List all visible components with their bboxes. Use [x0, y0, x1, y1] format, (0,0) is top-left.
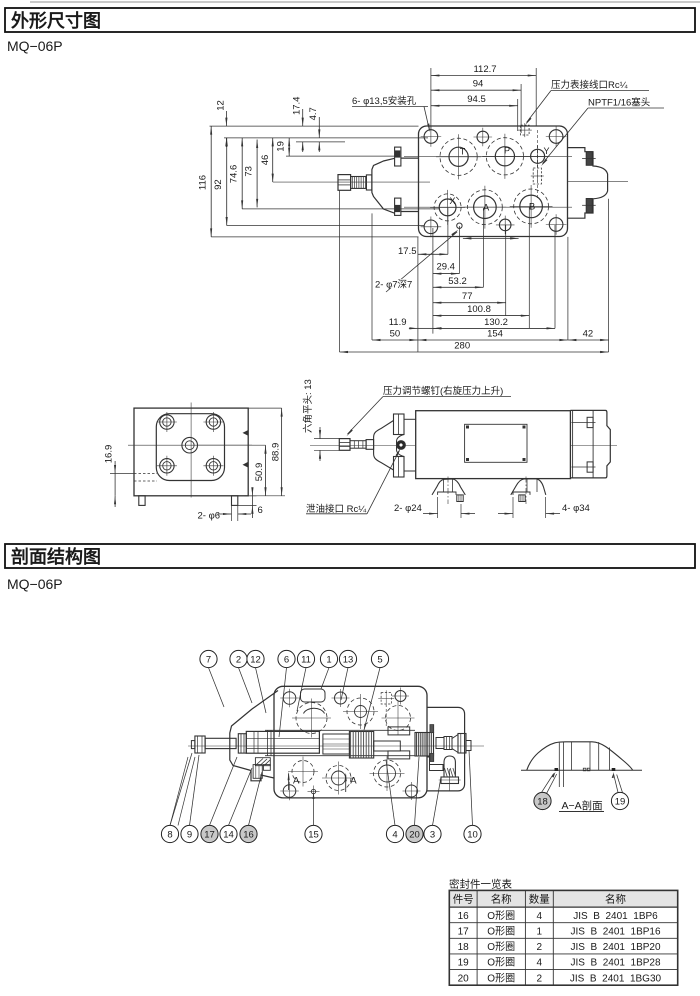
svg-text:P: P [504, 146, 510, 156]
svg-text:42: 42 [583, 329, 594, 340]
svg-text:280: 280 [454, 341, 470, 352]
svg-text:46: 46 [260, 155, 271, 166]
svg-text:压力表接线口Rc¼: 压力表接线口Rc¼ [551, 79, 629, 91]
svg-text:6: 6 [258, 505, 263, 516]
svg-text:16: 16 [243, 829, 254, 840]
svg-text:压力调节螺钉(右旋压力上升): 压力调节螺钉(右旋压力上升) [383, 385, 503, 397]
svg-text:53.2: 53.2 [448, 276, 467, 287]
svg-text:92: 92 [213, 179, 224, 190]
svg-text:74.6: 74.6 [228, 165, 239, 184]
svg-text:4: 4 [537, 958, 543, 969]
svg-text:MQ−06P: MQ−06P [7, 576, 63, 592]
svg-text:50.9: 50.9 [254, 463, 265, 482]
svg-text:12: 12 [250, 654, 261, 665]
svg-text:12: 12 [216, 100, 227, 111]
svg-text:JIS B 2401 1BP20: JIS B 2401 1BP20 [570, 942, 660, 953]
svg-text:密封件一览表: 密封件一览表 [449, 878, 512, 891]
svg-text:15: 15 [308, 829, 319, 840]
svg-text:19: 19 [615, 796, 626, 807]
svg-text:17.4: 17.4 [292, 97, 303, 116]
svg-text:154: 154 [487, 329, 503, 340]
svg-text:17: 17 [204, 829, 215, 840]
svg-text:5: 5 [377, 654, 382, 665]
svg-text:六角平头: 13: 六角平头: 13 [302, 379, 314, 433]
svg-text:94.5: 94.5 [467, 94, 486, 105]
svg-text:19: 19 [458, 958, 470, 969]
svg-text:2: 2 [537, 973, 543, 984]
svg-text:O形圈: O形圈 [487, 957, 515, 969]
svg-text:A: A [350, 776, 357, 787]
svg-text:88.9: 88.9 [270, 443, 281, 462]
svg-text:7: 7 [206, 654, 211, 665]
svg-text:17.5: 17.5 [398, 246, 417, 257]
svg-text:73: 73 [244, 166, 255, 177]
svg-text:11: 11 [301, 654, 311, 665]
svg-text:4.7: 4.7 [308, 107, 319, 120]
svg-text:2- φ24: 2- φ24 [394, 503, 422, 514]
svg-text:件号: 件号 [453, 894, 474, 906]
svg-text:2: 2 [537, 942, 543, 953]
svg-text:3: 3 [430, 829, 435, 840]
svg-text:29.4: 29.4 [436, 262, 455, 273]
svg-text:数量: 数量 [529, 893, 550, 906]
svg-text:4: 4 [392, 829, 397, 840]
svg-text:Y: Y [543, 146, 549, 156]
svg-text:B: B [529, 202, 535, 213]
svg-text:泄油接口 Rc¼: 泄油接口 Rc¼ [306, 503, 367, 515]
svg-text:6: 6 [284, 654, 289, 665]
svg-text:A: A [483, 203, 490, 214]
svg-text:18: 18 [458, 942, 470, 953]
svg-text:19: 19 [276, 141, 287, 152]
svg-text:18: 18 [537, 796, 548, 807]
svg-text:X: X [449, 196, 455, 206]
svg-text:112.7: 112.7 [473, 64, 496, 75]
svg-text:JIS B 2401 1BP16: JIS B 2401 1BP16 [570, 926, 660, 937]
svg-text:JIS B 2401 1BG30: JIS B 2401 1BG30 [570, 973, 662, 984]
svg-text:A−A剖面: A−A剖面 [562, 799, 603, 812]
svg-text:1: 1 [537, 926, 543, 937]
svg-text:JIS B 2401 1BP6: JIS B 2401 1BP6 [573, 911, 658, 922]
svg-text:NPTF1/16塞头: NPTF1/16塞头 [588, 97, 650, 109]
svg-text:外形尺寸图: 外形尺寸图 [11, 10, 101, 31]
svg-text:JIS B 2401 1BP28: JIS B 2401 1BP28 [570, 958, 660, 969]
svg-text:20: 20 [458, 973, 470, 984]
svg-text:100.8: 100.8 [467, 304, 491, 315]
svg-text:11.9: 11.9 [389, 317, 407, 328]
svg-text:剖面结构图: 剖面结构图 [11, 546, 101, 567]
svg-text:130.2: 130.2 [484, 317, 508, 328]
svg-text:O形圈: O形圈 [487, 941, 515, 953]
svg-text:4- φ34: 4- φ34 [562, 503, 590, 514]
svg-text:2: 2 [236, 654, 241, 665]
svg-text:94: 94 [473, 79, 484, 90]
svg-text:O形圈: O形圈 [487, 925, 515, 937]
svg-text:9: 9 [187, 829, 192, 840]
svg-text:1: 1 [326, 654, 331, 665]
svg-text:T: T [460, 147, 466, 157]
svg-text:MQ−06P: MQ−06P [7, 38, 63, 54]
svg-text:2- φ6: 2- φ6 [198, 511, 221, 522]
svg-text:13: 13 [343, 654, 354, 665]
svg-text:O形圈: O形圈 [487, 910, 515, 922]
svg-text:6- φ13,5安装孔: 6- φ13,5安装孔 [352, 95, 417, 107]
svg-text:116: 116 [198, 175, 209, 190]
svg-text:4: 4 [537, 911, 543, 922]
svg-text:77: 77 [462, 291, 473, 302]
svg-text:10: 10 [467, 829, 478, 840]
svg-text:8: 8 [167, 829, 172, 840]
svg-text:14: 14 [223, 829, 234, 840]
svg-text:名称: 名称 [491, 893, 512, 906]
svg-text:O形圈: O形圈 [487, 972, 515, 984]
svg-text:20: 20 [409, 829, 420, 840]
svg-text:17: 17 [458, 926, 470, 937]
svg-text:50: 50 [390, 329, 401, 340]
svg-text:2- φ7深7: 2- φ7深7 [375, 280, 412, 291]
svg-text:名称: 名称 [605, 893, 626, 906]
svg-text:16: 16 [458, 911, 470, 922]
svg-text:16.9: 16.9 [104, 445, 115, 464]
svg-text:A: A [293, 776, 300, 787]
